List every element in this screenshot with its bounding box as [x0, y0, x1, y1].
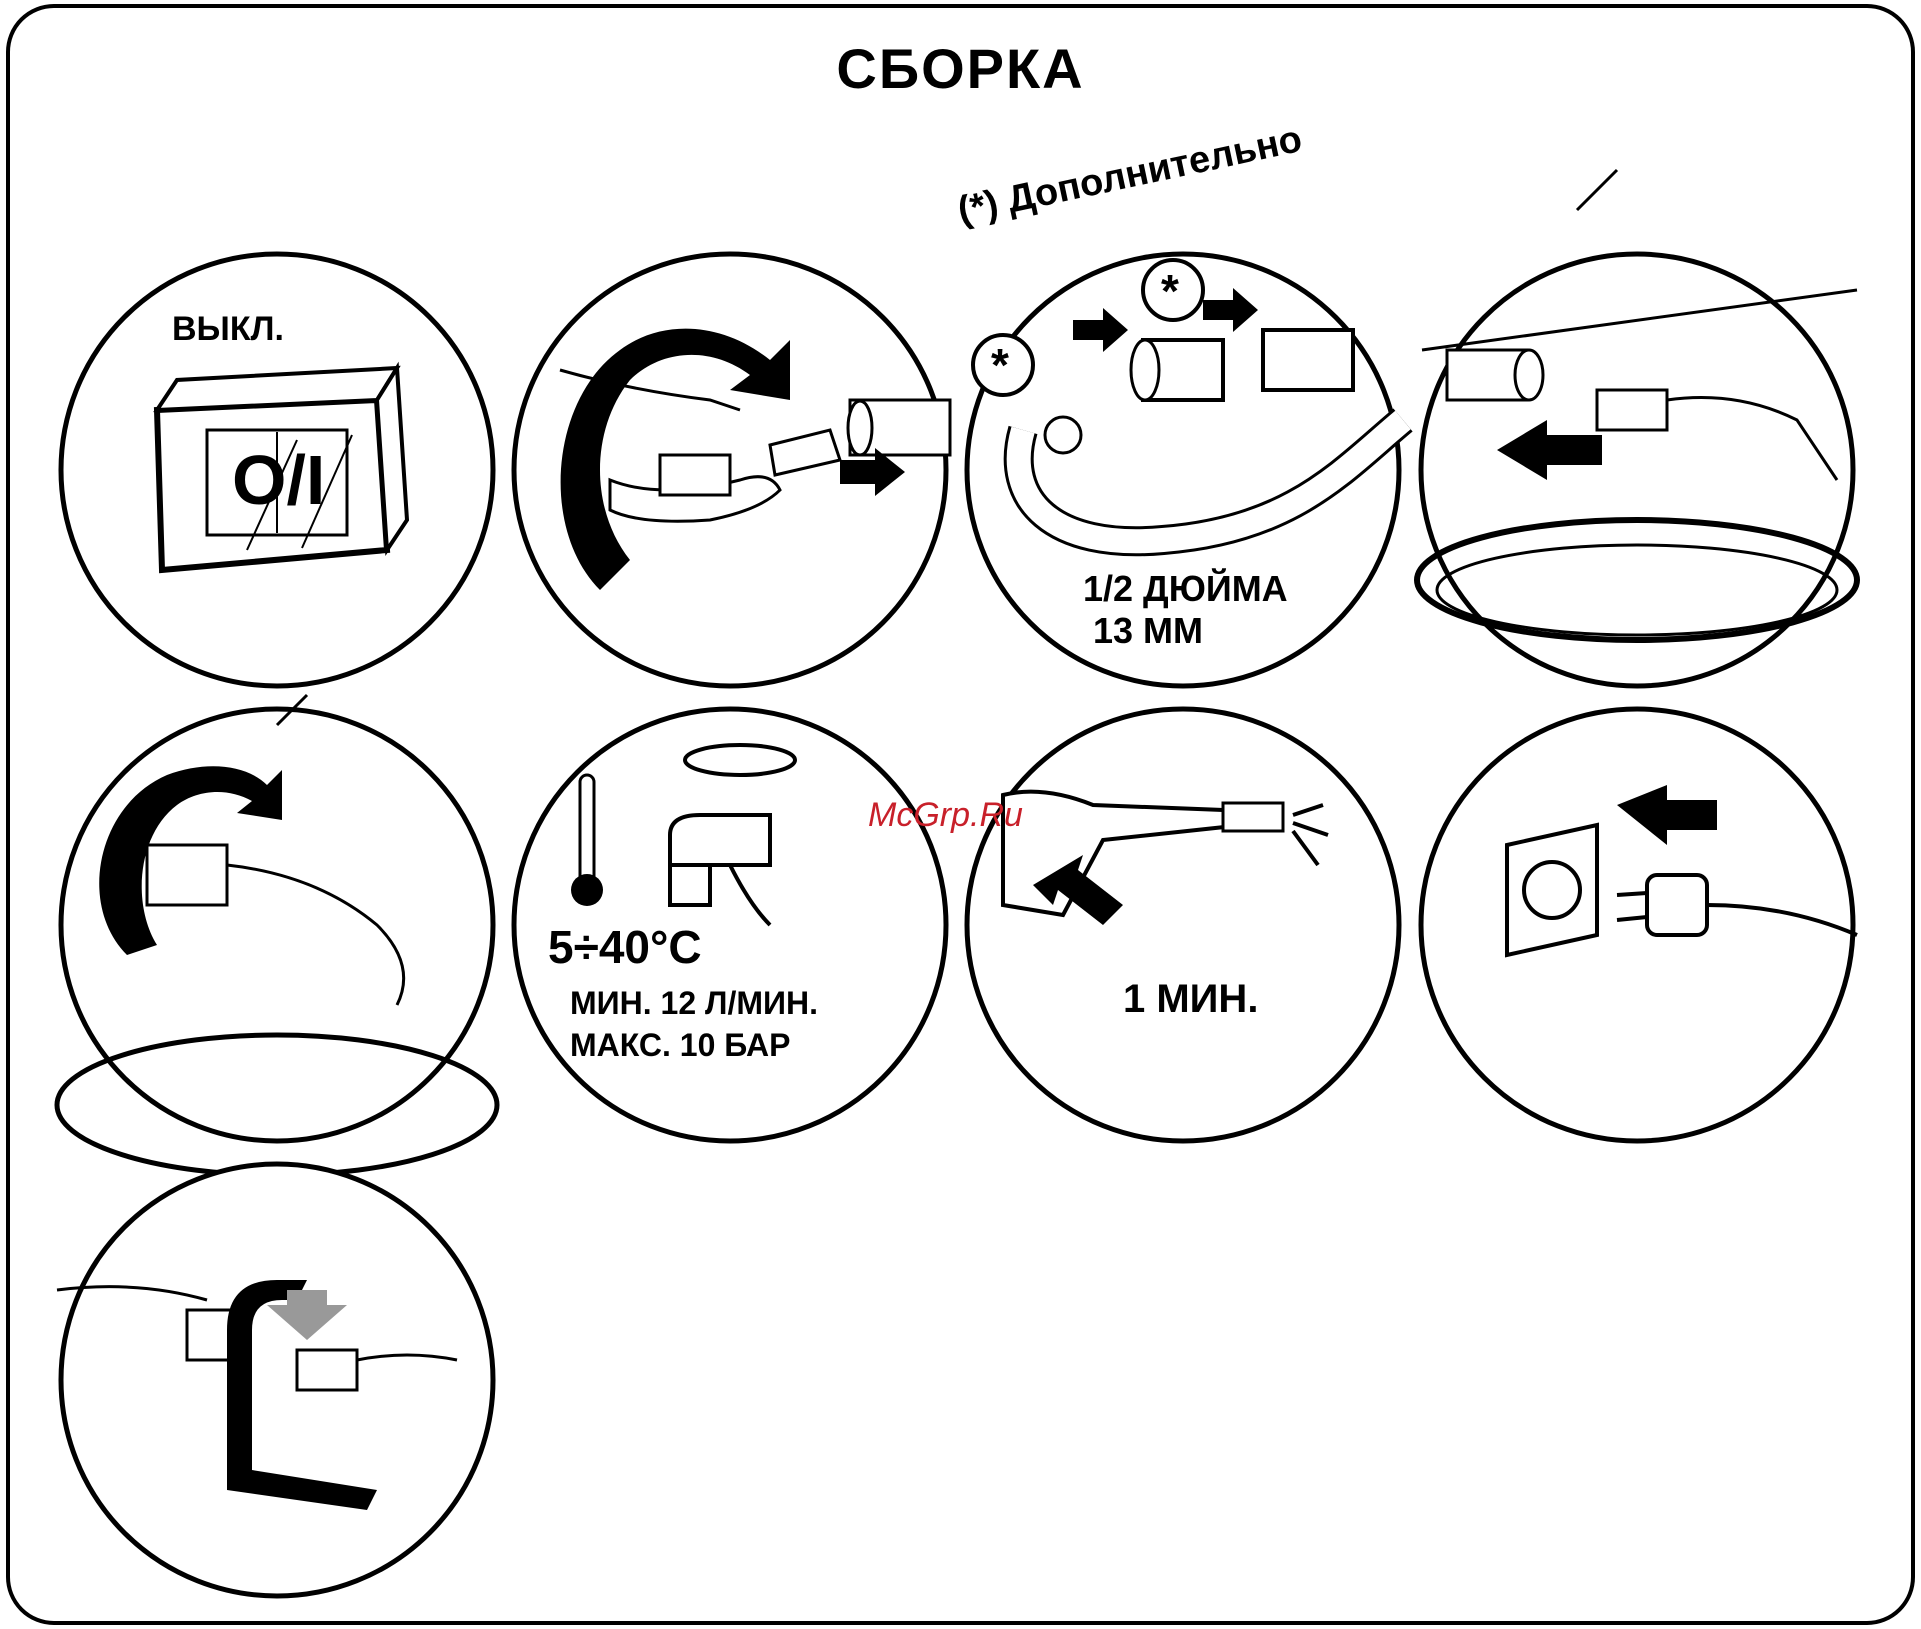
step-panel-optional-adapter: (*) Дополнительно * * 1/2 ДЮЙМА 13 ММ — [963, 250, 1403, 690]
asterisk-left: * — [991, 338, 1009, 392]
connector-illustration — [510, 250, 950, 690]
plug-illustration — [1417, 705, 1857, 1145]
step-panel-tighten-connector — [57, 705, 497, 1145]
off-label: ВЫКЛ. — [172, 310, 284, 349]
step-panel-water-supply: 5÷40°C МИН. 12 Л/МИН. МАКС. 10 БАР — [510, 705, 950, 1145]
attach-gun-illustration — [57, 1160, 497, 1600]
switch-label: O/I — [232, 440, 325, 520]
temperature-label: 5÷40°C — [548, 920, 702, 974]
tighten-illustration — [57, 705, 497, 1145]
step-panel-switch-off: ВЫКЛ. O/I — [57, 250, 497, 690]
socket-icon — [1507, 825, 1597, 955]
watermark: McGrp.Ru — [868, 796, 1023, 835]
time-label: 1 МИН. — [1123, 977, 1258, 1022]
step-panel-purge-air: 1 МИН. — [963, 705, 1403, 1145]
asterisk-right: * — [1161, 264, 1179, 318]
page-title: СБОРКА — [0, 36, 1921, 101]
size-inch-label: 1/2 ДЮЙМА — [1083, 568, 1288, 610]
step-panel-connect-hose — [1417, 250, 1857, 690]
spray-gun-illustration — [963, 705, 1403, 1145]
step-panel-plug-in — [1417, 705, 1857, 1145]
step-panel-attach-connector — [510, 250, 950, 690]
min-flow-label: МИН. 12 Л/МИН. — [570, 985, 818, 1022]
max-pressure-label: МАКС. 10 БАР — [570, 1027, 790, 1064]
step-panel-attach-gun — [57, 1160, 497, 1600]
hose-connect-illustration — [1417, 250, 1857, 690]
size-mm-label: 13 ММ — [1093, 610, 1203, 652]
